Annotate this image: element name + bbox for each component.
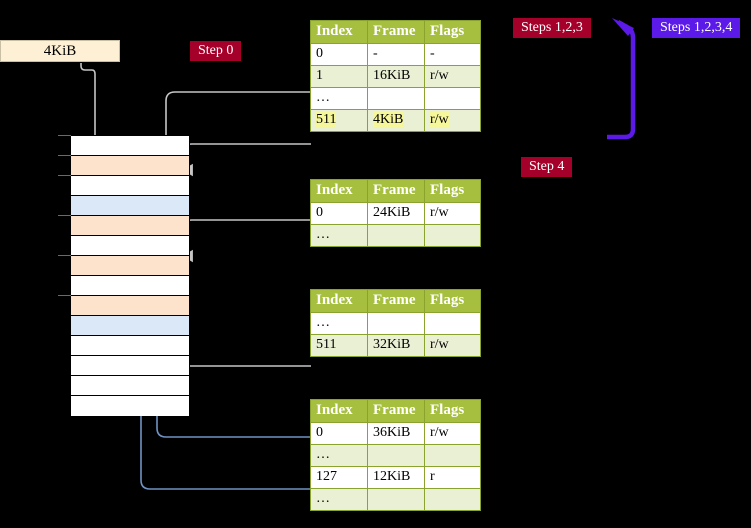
table-cell: … [310, 87, 368, 110]
column-header-frame: Frame [367, 289, 425, 313]
badge-step-0: Step 0 [190, 41, 242, 61]
column-header-index: Index [310, 179, 368, 203]
memory-grid-row [71, 176, 189, 196]
grid-tick [58, 255, 71, 256]
table-cell: 127 [310, 466, 368, 489]
table-cell: 16KiB [367, 65, 425, 88]
table-cell: r [424, 466, 481, 489]
memory-grid-row [71, 336, 189, 356]
table-cell [367, 488, 425, 511]
column-header-frame: Frame [367, 179, 425, 203]
table-cell: r/w [424, 422, 481, 445]
grid-tick [58, 135, 71, 136]
badge-steps-1234: Steps 1,2,3,4 [652, 18, 741, 38]
badge-step-0-label: Step 0 [198, 43, 234, 58]
table-cell [424, 488, 481, 511]
table-cell: 36KiB [367, 422, 425, 445]
table-cell: - [424, 43, 481, 66]
table-cell: 32KiB [367, 334, 425, 357]
table-row: … [310, 488, 481, 511]
column-header-index: Index [310, 289, 368, 313]
memory-grid-row [71, 236, 189, 256]
table-cell: 0 [310, 202, 368, 225]
grid-tick [58, 155, 71, 156]
memory-grid-row [71, 256, 189, 276]
table-row: … [310, 444, 481, 467]
memory-block-4kib: 4KiB [0, 40, 120, 62]
table-cell: r/w [424, 65, 481, 88]
table-cell [424, 224, 481, 247]
column-header-flags: Flags [424, 289, 481, 313]
memory-block-label: 4KiB [43, 43, 77, 59]
column-header-flags: Flags [424, 20, 481, 44]
table-cell [424, 312, 481, 335]
table-cell [367, 224, 425, 247]
table-cell [424, 87, 481, 110]
memory-grid-row [71, 276, 189, 296]
memory-grid-row [71, 316, 189, 336]
table-cell: 24KiB [367, 202, 425, 225]
table-cell [367, 312, 425, 335]
column-header-flags: Flags [424, 179, 481, 203]
memory-grid-row [71, 296, 189, 316]
table-cell: - [367, 43, 425, 66]
table-cell: 12KiB [367, 466, 425, 489]
table-cell: … [310, 488, 368, 511]
table-cell: 511 [310, 334, 368, 357]
grid-tick [58, 295, 71, 296]
badge-step-4: Step 4 [521, 157, 573, 177]
table-row: … [310, 312, 481, 335]
column-header-index: Index [310, 399, 368, 423]
badge-steps-1234-label: Steps 1,2,3,4 [660, 20, 733, 35]
badge-steps-123: Steps 1,2,3 [513, 18, 591, 38]
table-cell: … [310, 312, 368, 335]
memory-grid-row [71, 156, 189, 176]
table-row: … [310, 224, 481, 247]
table-cell: 1 [310, 65, 368, 88]
table-cell: 511 [310, 109, 368, 132]
column-header-flags: Flags [424, 399, 481, 423]
memory-grid-row [71, 396, 189, 416]
column-header-frame: Frame [367, 20, 425, 44]
table-row: 0-- [310, 43, 481, 66]
badge-steps-123-label: Steps 1,2,3 [521, 20, 583, 35]
memory-grid-row [71, 356, 189, 376]
table-cell [367, 87, 425, 110]
badge-step-4-label: Step 4 [529, 159, 565, 174]
table-cell: 0 [310, 422, 368, 445]
table-cell: r/w [424, 202, 481, 225]
memory-grid-row [71, 196, 189, 216]
table-cell: r/w [424, 334, 481, 357]
column-header-index: Index [310, 20, 368, 44]
memory-grid-row [71, 376, 189, 396]
table-cell: r/w [424, 109, 481, 132]
table-cell [424, 444, 481, 467]
table-cell: … [310, 444, 368, 467]
table-cell: … [310, 224, 368, 247]
memory-grid-row [71, 136, 189, 156]
table-row: … [310, 87, 481, 110]
column-header-frame: Frame [367, 399, 425, 423]
grid-tick [58, 215, 71, 216]
grid-tick [58, 175, 71, 176]
memory-grid-row [71, 216, 189, 236]
table-cell: 4KiB [367, 109, 425, 132]
table-cell: 0 [310, 43, 368, 66]
physical-memory-grid [70, 135, 190, 416]
table-cell [367, 444, 425, 467]
